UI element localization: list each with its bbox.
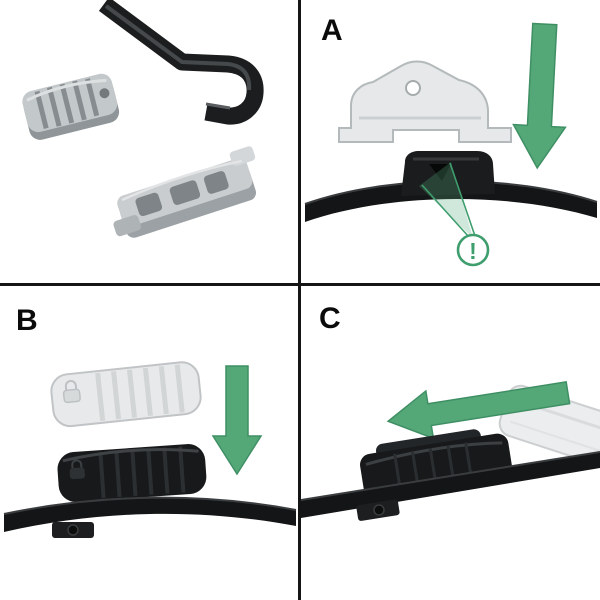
arrow-down-icon (211, 365, 263, 476)
panel-parts-illustration (22, 0, 264, 238)
panel-a: A (301, 0, 600, 283)
warning-symbol: ! (469, 238, 477, 264)
panel-c-illustration (301, 381, 600, 521)
adapter-bracket (113, 146, 257, 238)
blade-mount (52, 522, 94, 538)
wiper-blade (301, 451, 600, 518)
cover-cap-ghost (50, 361, 202, 428)
divider-vertical (298, 0, 301, 600)
wiper-blade (3, 496, 297, 532)
lock-icon (62, 379, 81, 404)
arrow-down-icon (512, 22, 567, 170)
panel-c-label: C (319, 302, 341, 335)
panel-b-label: B (16, 304, 38, 337)
panel-b-illustration (3, 361, 297, 538)
adapter-block (22, 73, 120, 140)
wiper-arm-hook (98, 0, 264, 125)
warning-callout: ! (419, 162, 490, 267)
adapter-ghost (338, 60, 512, 143)
cover-cap (57, 444, 207, 502)
blade-adapter (401, 151, 495, 196)
panel-b: B (0, 286, 298, 600)
panel-c: C (301, 286, 600, 600)
arrow-left-icon (386, 381, 571, 440)
panel-a-illustration: ! (304, 22, 598, 267)
lock-icon (69, 459, 85, 480)
panel-a-label: A (321, 14, 343, 47)
panel-parts (0, 0, 298, 283)
warning-icon (456, 233, 490, 267)
divider-horizontal (0, 283, 600, 286)
blade-mount (356, 499, 400, 521)
